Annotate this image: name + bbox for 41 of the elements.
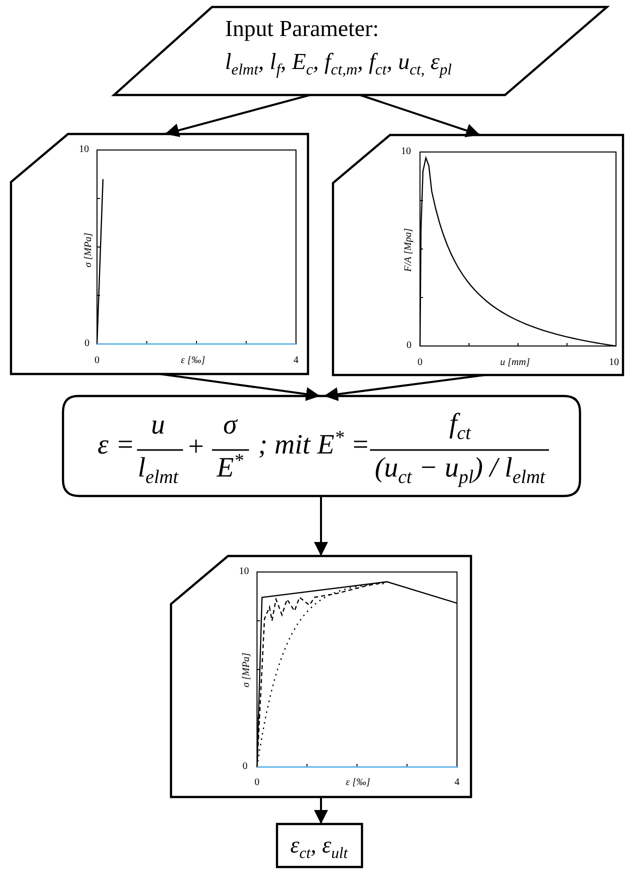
axis-title: u [mm] bbox=[500, 358, 530, 368]
input-parallelogram bbox=[112, 6, 609, 96]
arrow bbox=[324, 374, 486, 402]
arrow bbox=[160, 373, 320, 402]
arrow bbox=[314, 496, 328, 556]
chart-card bbox=[170, 555, 472, 798]
tick-label: 10 bbox=[239, 567, 249, 577]
axis-title: ε [‰] bbox=[180, 356, 206, 366]
arrow bbox=[314, 797, 328, 824]
tick-label: 10 bbox=[79, 145, 89, 155]
formula-term: u bbox=[151, 410, 165, 442]
axis-title: ε [‰] bbox=[346, 778, 370, 788]
tick-label: 0 bbox=[94, 356, 100, 366]
axis-title: σ [MPa] bbox=[84, 232, 94, 268]
formula-term: (u$_{ct}$ − u$_{pl}$) / l$_{elmt}$ bbox=[374, 454, 546, 484]
tick-label: 0 bbox=[406, 341, 412, 351]
chart-card bbox=[332, 134, 624, 376]
tick-label: 0 bbox=[254, 778, 260, 788]
formula-term: ε = bbox=[98, 430, 134, 462]
tick-label: 4 bbox=[454, 778, 460, 788]
tick-label: 10 bbox=[609, 358, 619, 368]
chart-card bbox=[10, 133, 309, 375]
formula-term: l$_{elmt}$ bbox=[138, 454, 178, 484]
formula-box bbox=[62, 395, 581, 497]
axis-title: F/A [Mpa] bbox=[404, 228, 414, 272]
result-text: ε$_{ct}$, ε$_{ult}$ bbox=[290, 832, 348, 858]
result-box bbox=[276, 823, 363, 868]
arrow bbox=[164, 94, 310, 138]
formula-term: ; mit E$^{*}$ = bbox=[258, 430, 370, 462]
formula-term: E$^{*}$ bbox=[216, 454, 244, 484]
tick-label: 10 bbox=[401, 147, 411, 157]
formula-term: σ bbox=[223, 410, 237, 442]
formula-term: f$_{ct}$ bbox=[449, 410, 471, 440]
axis-title: σ [MPa] bbox=[242, 652, 252, 688]
input-heading: Input Parameter: bbox=[225, 16, 379, 42]
tick-label: 4 bbox=[294, 356, 298, 366]
tick-label: 0 bbox=[84, 339, 90, 349]
arrow bbox=[360, 94, 480, 138]
tick-label: 0 bbox=[242, 762, 248, 772]
formula-term: + bbox=[188, 432, 204, 464]
tick-label: 0 bbox=[418, 358, 422, 368]
